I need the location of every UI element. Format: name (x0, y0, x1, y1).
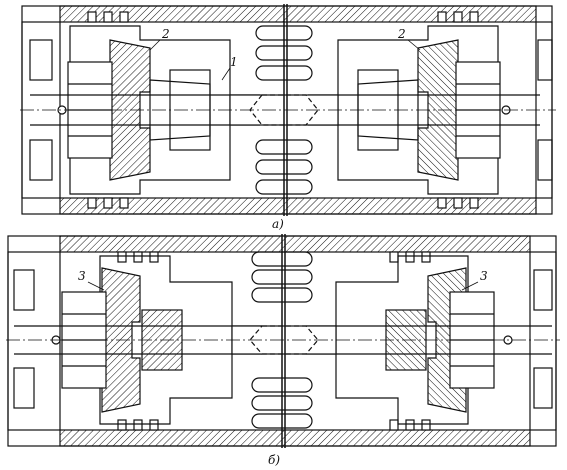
caption-b: б) (268, 453, 280, 467)
label-part-2-right: 2 (397, 27, 406, 41)
top-assembly-drawing (20, 4, 556, 216)
caption-a: а) (272, 217, 284, 231)
top-wall-notches (87, 11, 479, 209)
bottom-assembly-drawing (6, 234, 560, 448)
bottom-wall-notches (117, 251, 431, 431)
label-part-1: 1 (230, 55, 238, 69)
label-part-3-right: 3 (480, 269, 488, 283)
label-part-2-left: 2 (161, 27, 170, 41)
label-part-3-left: 3 (78, 269, 86, 283)
